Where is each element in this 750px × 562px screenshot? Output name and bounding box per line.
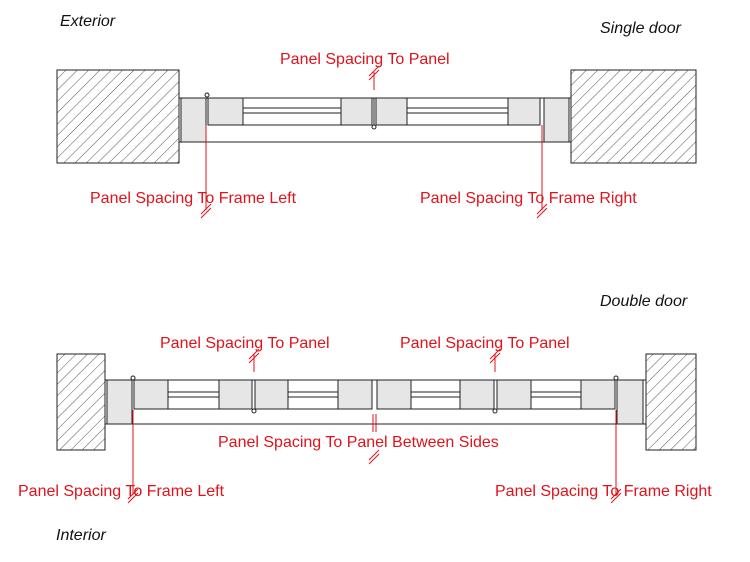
panel-stile bbox=[218, 379, 253, 410]
frame-jamb-left bbox=[106, 379, 133, 425]
dimension-tick bbox=[536, 203, 548, 219]
panel-stile bbox=[459, 379, 495, 410]
panel-stile bbox=[496, 379, 532, 410]
double-door-drawing: Panel Spacing To Panel Panel Spacing To … bbox=[18, 335, 712, 504]
panel-stile bbox=[376, 379, 412, 410]
label-spacing-between-sides: Panel Spacing To Panel Between Sides bbox=[218, 434, 499, 451]
dimension-tick bbox=[200, 203, 212, 219]
label-spacing-to-panel: Panel Spacing To Panel bbox=[280, 51, 450, 68]
single-door-drawing: Panel Spacing To Panel Panel Spacing To … bbox=[56, 51, 697, 219]
hinge-pin bbox=[130, 375, 136, 381]
hinge-pin bbox=[204, 92, 210, 98]
label-spacing-frame-right: Panel Spacing To Frame Right bbox=[495, 483, 712, 500]
label-spacing-to-panel: Panel Spacing To Panel bbox=[400, 335, 570, 352]
panel-stile bbox=[507, 97, 541, 126]
exterior-label: Exterior bbox=[60, 13, 116, 30]
panel-stile bbox=[207, 97, 244, 126]
hinge-pin bbox=[613, 375, 619, 381]
panel-stile bbox=[254, 379, 289, 410]
interior-label: Interior bbox=[56, 527, 106, 544]
hinge-pin bbox=[371, 124, 377, 130]
label-spacing-frame-left: Panel Spacing To Frame Left bbox=[18, 483, 225, 500]
label-spacing-frame-left: Panel Spacing To Frame Left bbox=[90, 190, 297, 207]
panel-stile bbox=[337, 379, 373, 410]
hinge-pin bbox=[251, 408, 257, 414]
panel-stile bbox=[375, 97, 408, 126]
dimension-tick bbox=[248, 348, 260, 364]
frame-jamb-right bbox=[543, 97, 570, 143]
panel-stile bbox=[133, 379, 169, 410]
panel-stile bbox=[340, 97, 373, 126]
frame-jamb-right bbox=[616, 379, 644, 425]
label-spacing-frame-right: Panel Spacing To Frame Right bbox=[420, 190, 637, 207]
wall-left bbox=[56, 353, 106, 451]
dimension-tick bbox=[489, 348, 501, 364]
label-spacing-to-panel: Panel Spacing To Panel bbox=[160, 335, 330, 352]
dimension-tick bbox=[368, 449, 380, 465]
hinge-pin bbox=[492, 408, 498, 414]
single-door-label: Single door bbox=[600, 20, 682, 37]
panel-stile bbox=[580, 379, 616, 410]
double-door-label: Double door bbox=[600, 293, 688, 310]
dimension-tick bbox=[610, 488, 622, 504]
wall-right bbox=[570, 69, 697, 164]
dimension-tick bbox=[368, 65, 380, 81]
dimension-tick bbox=[127, 488, 139, 504]
wall-left bbox=[56, 69, 180, 164]
frame-track bbox=[178, 97, 572, 143]
frame-jamb-left bbox=[180, 97, 207, 143]
wall-right bbox=[645, 353, 697, 451]
